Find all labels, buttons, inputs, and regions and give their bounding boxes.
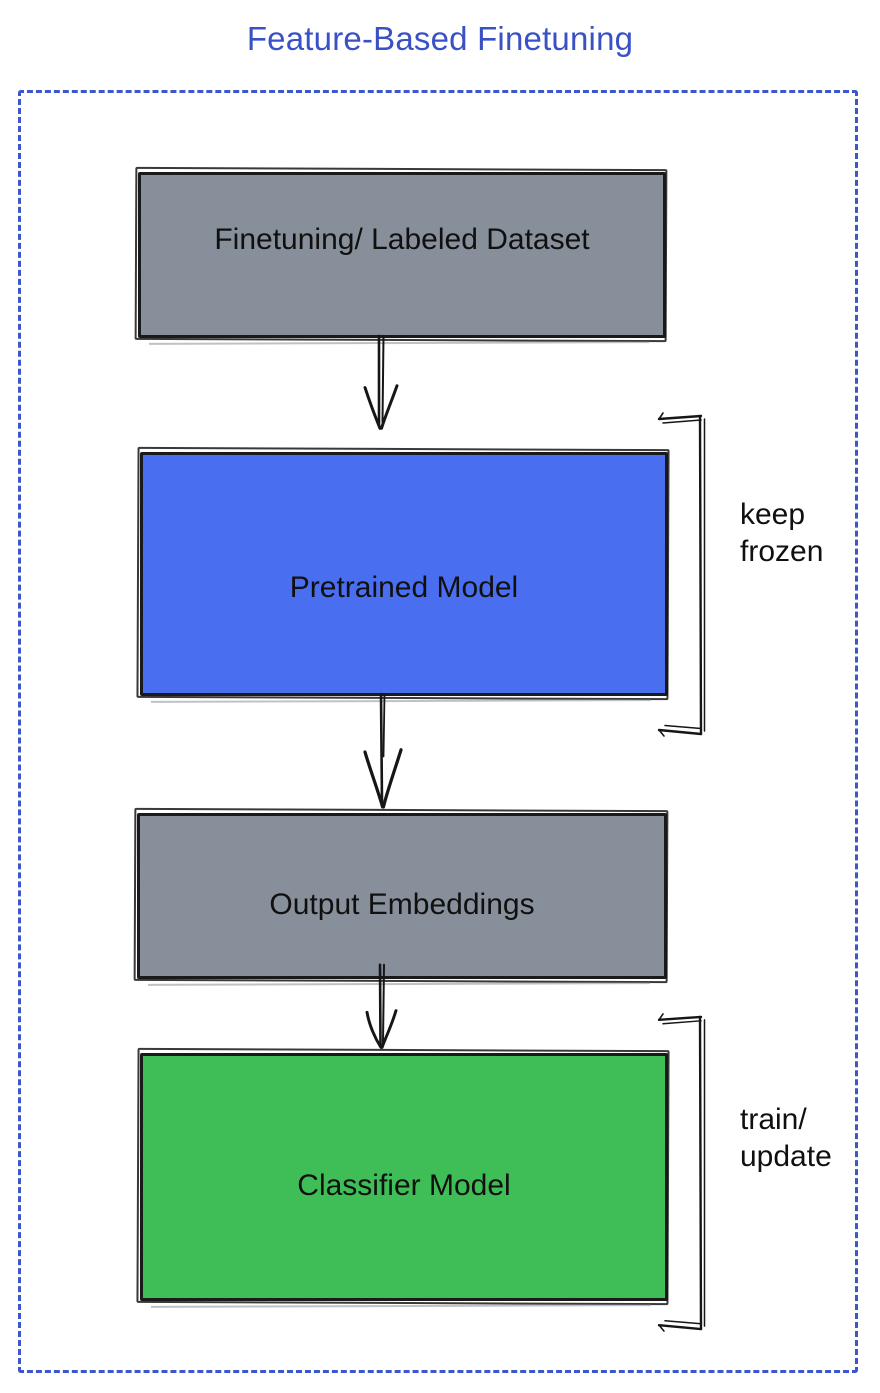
pretrained-model-box-label: Pretrained Model	[289, 571, 519, 604]
output-embeddings-box-label: Output Embeddings	[269, 888, 535, 921]
pretrained-model-box: Pretrained Model	[140, 452, 668, 696]
train-update-bracket-icon	[656, 1011, 708, 1335]
classifier-model-box: Classifier Model	[140, 1053, 668, 1301]
keep-frozen-label: keep frozen	[740, 498, 824, 568]
keep-frozen-bracket-icon	[656, 410, 708, 740]
classifier-model-box-label: Classifier Model	[297, 1169, 511, 1202]
dataset-box: Finetuning/ Labeled Dataset	[138, 172, 666, 338]
dataset-box-label: Finetuning/ Labeled Dataset	[214, 223, 590, 256]
train-update-label: train/ update	[740, 1103, 832, 1173]
arrow-down-icon	[359, 334, 403, 432]
output-embeddings-box: Output Embeddings	[137, 813, 667, 979]
dotted-border-frame	[18, 90, 858, 1373]
arrow-down-icon	[361, 692, 405, 810]
arrow-down-icon	[360, 963, 404, 1050]
diagram-title: Feature-Based Finetuning	[246, 20, 634, 57]
